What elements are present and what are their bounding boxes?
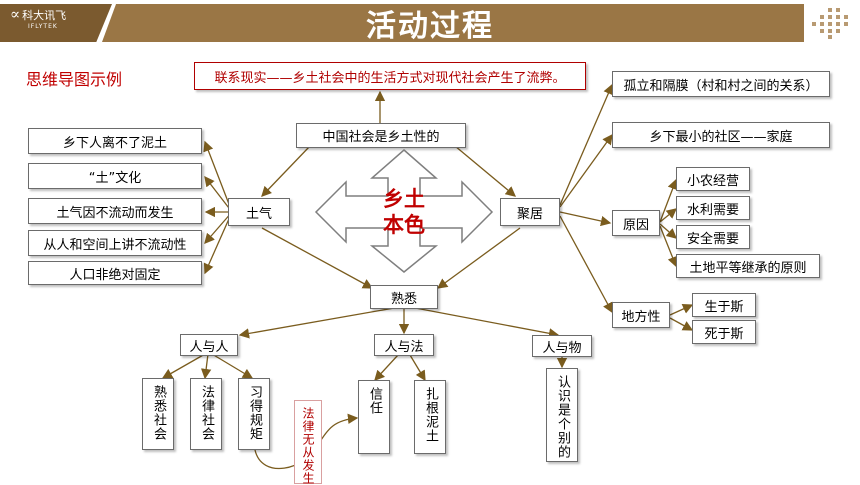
branch-people: 人与人 bbox=[180, 334, 238, 356]
topic-box: 中国社会是乡土性的 bbox=[296, 123, 466, 148]
title-banner bbox=[102, 4, 804, 42]
reason-item-1: 小农经营 bbox=[676, 167, 750, 191]
isolation-box: 孤立和隔膜（村和村之间的关系） bbox=[612, 71, 830, 97]
center-title: 乡土 本色 bbox=[374, 186, 434, 238]
reason-box: 原因 bbox=[612, 210, 660, 236]
left-item-3: 土气因不流动而发生 bbox=[28, 198, 202, 224]
left-node-box: 土气 bbox=[228, 198, 290, 226]
leaf-learned-rules: 习得规矩 bbox=[238, 378, 270, 450]
header-bar: ∝科大讯飞 IFLYTEK 活动过程 bbox=[0, 0, 860, 44]
center-line-1: 乡土 bbox=[383, 187, 425, 211]
locality-box: 地方性 bbox=[612, 302, 670, 328]
dot-pattern-icon bbox=[812, 8, 848, 39]
reason-item-2: 水利需要 bbox=[676, 196, 750, 220]
top-note-box: 联系现实——乡土社会中的生活方式对现代社会产生了流弊。 bbox=[194, 62, 586, 90]
red-note-law-cannot-arise: 法律无从发生 bbox=[294, 400, 322, 485]
smallest-community-box: 乡下最小的社区——家庭 bbox=[612, 122, 830, 148]
leaf-trust: 信任 bbox=[358, 380, 390, 454]
reason-item-4: 土地平等继承的原则 bbox=[676, 254, 820, 278]
leaf-legal-society: 法律社会 bbox=[190, 378, 222, 450]
logo-subtext: IFLYTEK bbox=[28, 23, 58, 30]
logo-text: 科大讯飞 bbox=[22, 9, 67, 22]
leaf-individual-knowledge: 认识是个别的 bbox=[546, 368, 578, 462]
brand-logo: ∝科大讯飞 IFLYTEK bbox=[10, 7, 67, 32]
leaf-familiar-society: 熟悉社会 bbox=[142, 378, 174, 450]
branch-things: 人与物 bbox=[532, 335, 592, 357]
left-item-1: 乡下人离不了泥土 bbox=[28, 128, 202, 154]
reason-item-3: 安全需要 bbox=[676, 225, 750, 249]
logo-panel bbox=[0, 4, 112, 42]
center-line-2: 本色 bbox=[383, 213, 425, 237]
left-item-5: 人口非绝对固定 bbox=[28, 261, 202, 285]
locality-item-2: 死于斯 bbox=[692, 320, 756, 344]
page-title: 活动过程 bbox=[366, 9, 494, 44]
locality-item-1: 生于斯 bbox=[692, 293, 756, 317]
left-item-4: 从人和空间上讲不流动性 bbox=[28, 230, 202, 256]
left-item-2: “土”文化 bbox=[28, 163, 202, 189]
right-node-box: 聚居 bbox=[500, 198, 560, 226]
logo-mark-icon: ∝ bbox=[10, 5, 21, 23]
bottom-node-box: 熟悉 bbox=[370, 285, 438, 309]
branch-law: 人与法 bbox=[374, 334, 434, 356]
leaf-rooted-soil: 扎根泥土 bbox=[414, 380, 446, 454]
example-label: 思维导图示例 bbox=[26, 70, 123, 89]
